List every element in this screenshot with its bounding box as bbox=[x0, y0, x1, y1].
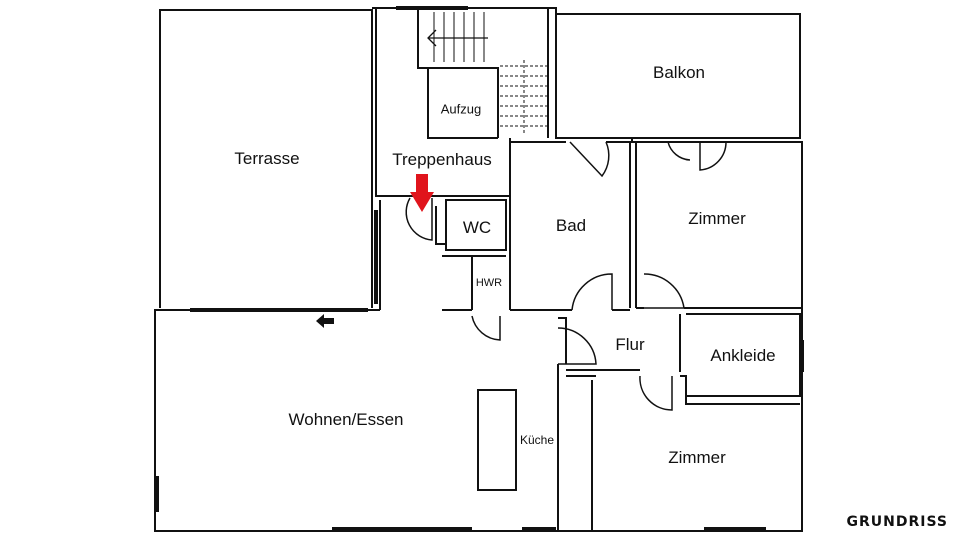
door-zimmer-flur bbox=[643, 273, 685, 309]
flur-west-wall bbox=[558, 317, 567, 364]
terrace-outline bbox=[159, 9, 373, 308]
wc-outline bbox=[445, 199, 507, 251]
stair-shaft bbox=[417, 8, 499, 138]
kitchen-island bbox=[477, 389, 517, 491]
room-label-wc: WC bbox=[462, 218, 492, 237]
room-label-aufzug: Aufzug bbox=[440, 101, 482, 117]
door-hwr bbox=[471, 315, 501, 341]
black-left-arrow-icon bbox=[316, 314, 334, 328]
room-label-kueche: Küche bbox=[519, 433, 555, 447]
room-label-terrasse: Terrasse bbox=[234, 149, 300, 168]
door-zimmer-balkon bbox=[667, 141, 727, 171]
wc-door-frame bbox=[435, 206, 446, 245]
room-label-balkon: Balkon bbox=[653, 63, 705, 82]
door-zimmer2 bbox=[639, 375, 673, 411]
room-label-hwr: HWR bbox=[475, 277, 503, 289]
windows bbox=[155, 6, 804, 531]
room-label-ankleide: Ankleide bbox=[710, 346, 776, 365]
room-label-zimmer-1: Zimmer bbox=[688, 209, 746, 228]
door-flur-living bbox=[557, 327, 597, 365]
door-bad-flur bbox=[571, 273, 613, 311]
hwr-outline bbox=[442, 255, 506, 311]
brand-logo: GRUNDRISS bbox=[846, 514, 948, 530]
zimmer2-north-wall bbox=[680, 375, 800, 405]
flur-south-wall bbox=[566, 369, 640, 377]
left-arrow-icon bbox=[427, 29, 488, 47]
room-label-flur: Flur bbox=[615, 335, 645, 354]
stair-core-west-wall bbox=[375, 8, 510, 197]
elevator-shaft bbox=[427, 68, 498, 139]
room-label-zimmer-2: Zimmer bbox=[668, 448, 726, 467]
doors bbox=[405, 141, 727, 411]
stair-flight bbox=[433, 12, 485, 62]
room-label-bad: Bad bbox=[555, 216, 587, 235]
balkon-outline bbox=[556, 13, 801, 139]
room-label-treppenhaus: Treppenhaus bbox=[392, 150, 492, 169]
door-bad-north bbox=[569, 141, 610, 178]
red-down-arrow-icon bbox=[410, 174, 434, 212]
room-label-wohnen-essen: Wohnen/Essen bbox=[288, 410, 404, 429]
stair-steps bbox=[500, 60, 548, 134]
door-entrance bbox=[405, 197, 433, 241]
outer-wall-east bbox=[372, 7, 803, 532]
